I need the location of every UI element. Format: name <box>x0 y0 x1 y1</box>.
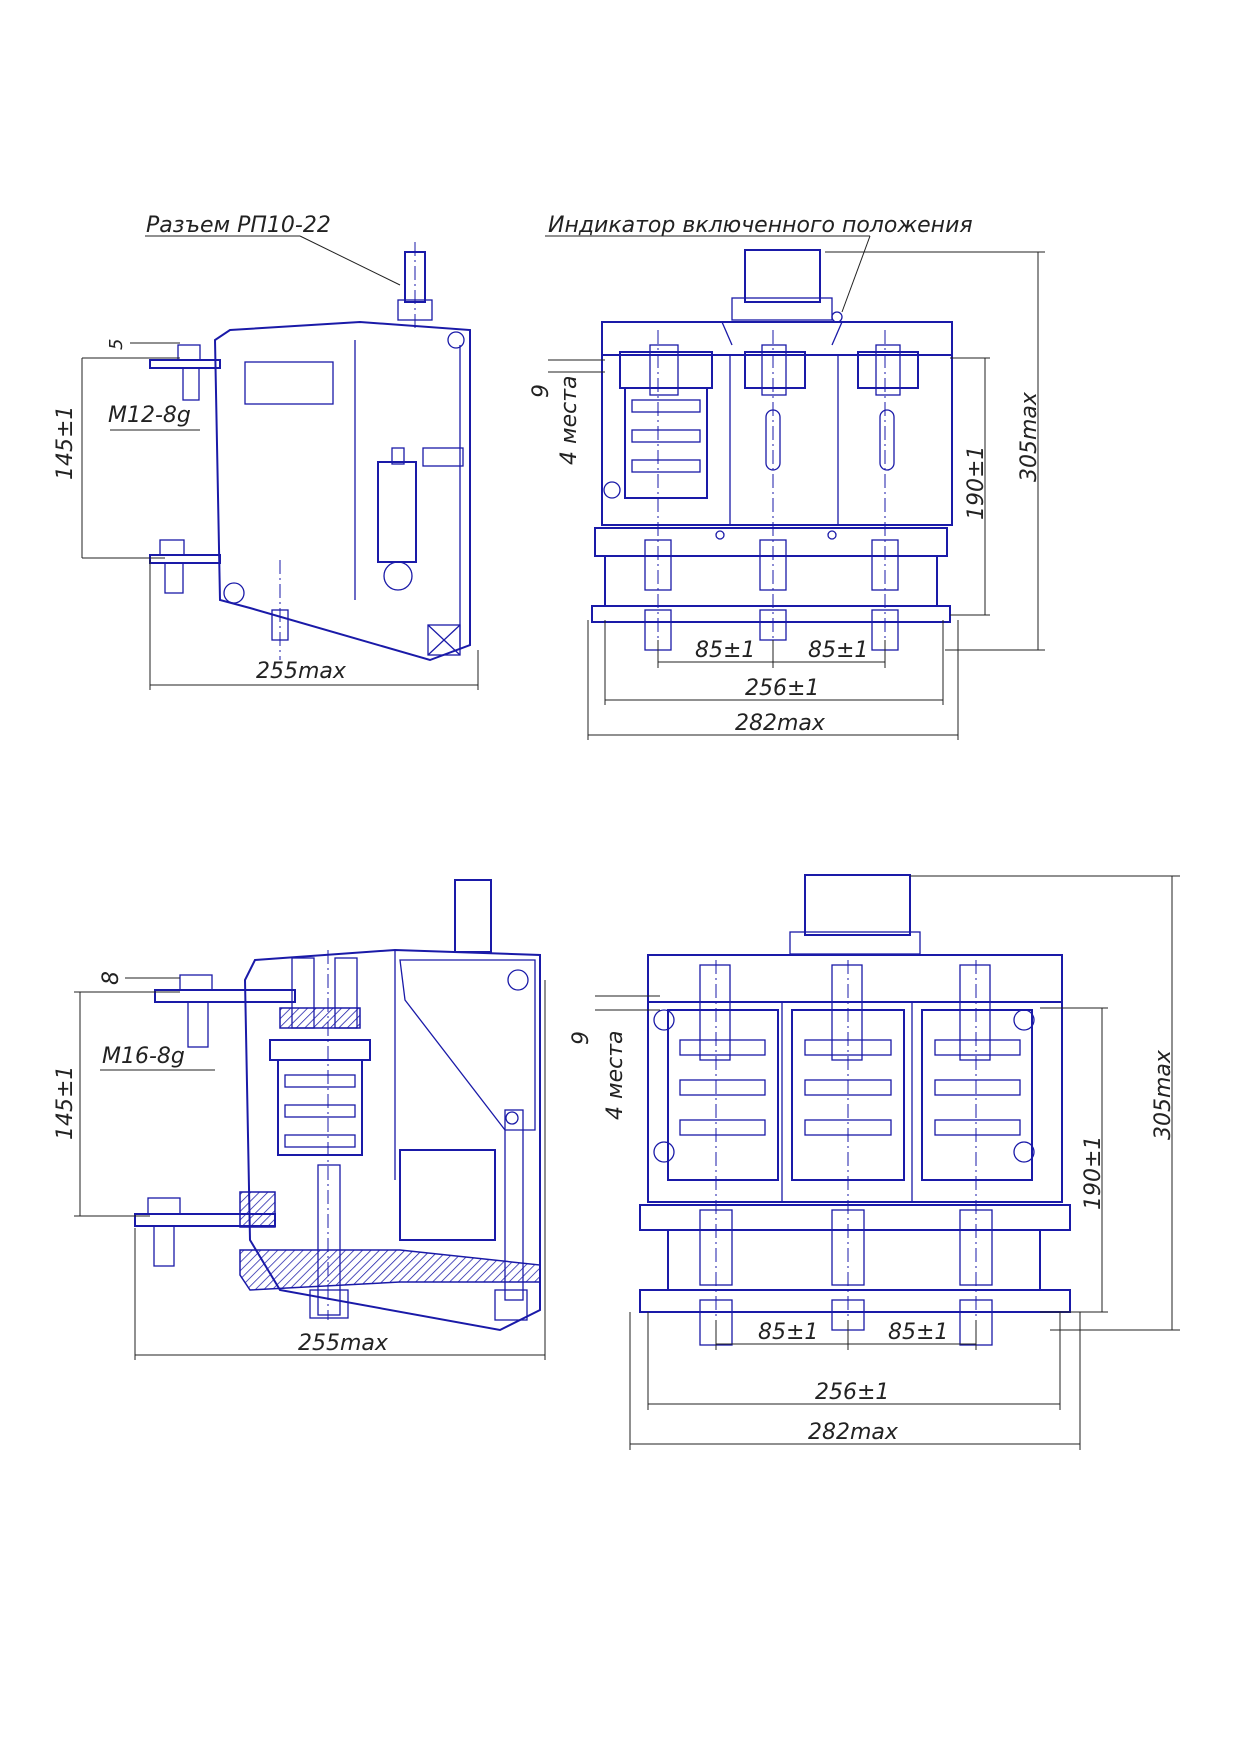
dim-85a-bottom: 85±1 <box>758 1320 818 1345</box>
dim-190-bottom: 190±1 <box>1081 1136 1106 1210</box>
dim-256-bottom: 256±1 <box>815 1380 889 1405</box>
bottom-side-dimensions <box>74 977 546 1360</box>
thread-m16: М16-8g <box>102 1044 185 1069</box>
indicator-label: Индикатор включенного положения <box>548 213 973 238</box>
places-top: 4 места <box>557 375 582 465</box>
bottom-front-view <box>639 874 1071 1350</box>
top-front-labels: Индикатор включенного положения 9 4 мест… <box>529 213 1042 736</box>
dim-255-top: 255max <box>256 659 347 684</box>
top-side-dimensions <box>81 235 479 690</box>
top-side-view <box>149 242 471 662</box>
dim-145-bottom: 145±1 <box>53 1066 78 1140</box>
dim-282-bottom: 282max <box>808 1420 899 1445</box>
dim-5: 5 <box>106 339 127 350</box>
bottom-side-labels: 8 М16-8g 145±1 255max <box>53 971 389 1356</box>
bottom-front-labels: 9 4 места 305max 190±1 85±1 85±1 256±1 2… <box>569 1030 1176 1445</box>
dim-9-top: 9 <box>529 384 554 398</box>
bottom-front-dimensions <box>595 875 1180 1450</box>
dim-85b-bottom: 85±1 <box>888 1320 948 1345</box>
top-side-labels: Разъем РП10-22 5 М12-8g 145±1 255max <box>53 213 347 684</box>
dim-305-top: 305max <box>1017 391 1042 482</box>
top-front-dimensions <box>545 235 1045 740</box>
dim-9-bottom: 9 <box>569 1031 594 1045</box>
connector-label: Разъем РП10-22 <box>146 213 331 238</box>
thread-m12: М12-8g <box>108 403 191 428</box>
dim-85a-top: 85±1 <box>695 638 755 663</box>
bottom-side-view <box>134 879 541 1332</box>
dim-8: 8 <box>99 971 124 985</box>
dim-85b-top: 85±1 <box>808 638 868 663</box>
dim-256-top: 256±1 <box>745 676 819 701</box>
dim-282-top: 282max <box>735 711 826 736</box>
dim-190-top: 190±1 <box>964 446 989 520</box>
dim-145-top: 145±1 <box>53 406 78 480</box>
top-front-view <box>591 249 953 660</box>
dim-305-bottom: 305max <box>1151 1049 1176 1140</box>
dim-255-bottom: 255max <box>298 1331 389 1356</box>
places-bottom: 4 места <box>603 1030 628 1120</box>
